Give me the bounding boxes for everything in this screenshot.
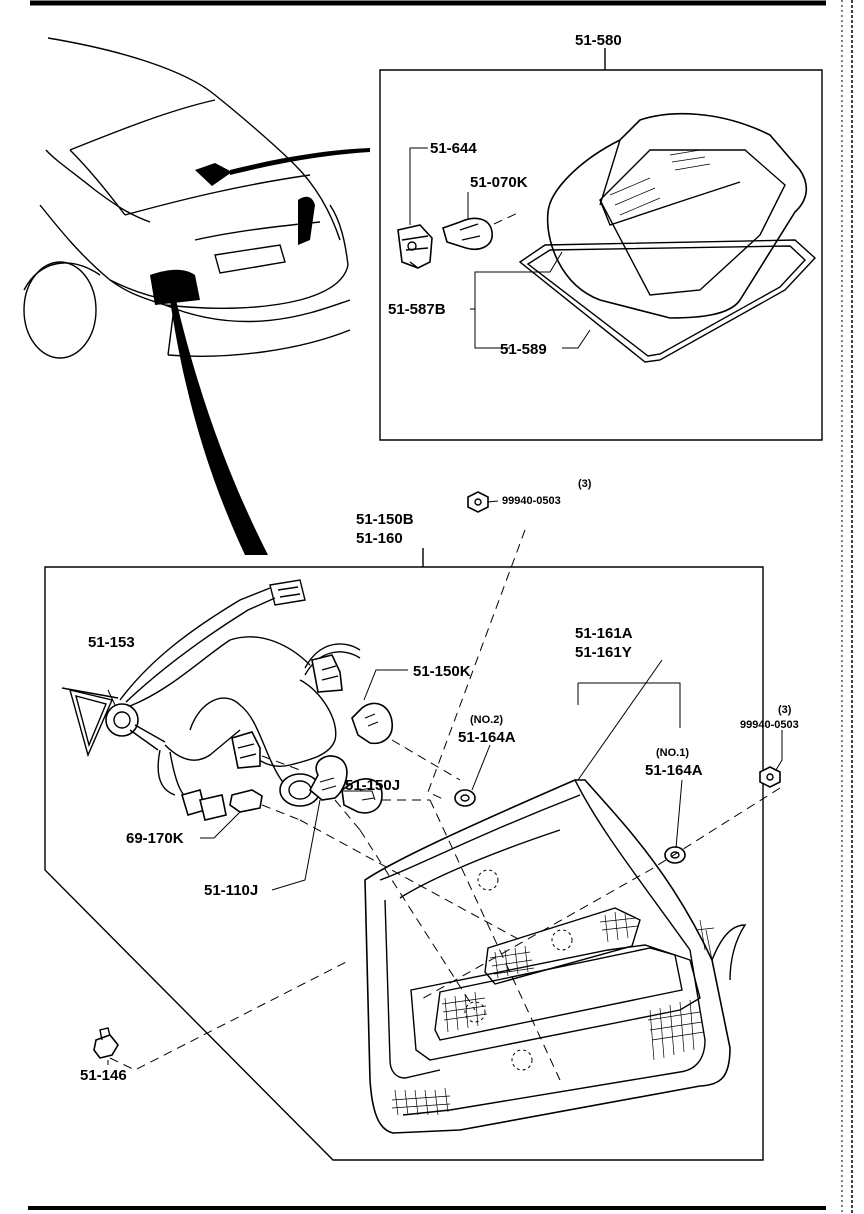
gasket-no1 (664, 846, 686, 864)
vehicle-rear-view (23, 37, 370, 555)
label-51-161a: 51-161A (575, 625, 633, 642)
label-51-150k: 51-150K (413, 663, 471, 680)
label-99940-0503-top: 99940-0503 (502, 495, 561, 507)
label-51-164a-no2: 51-164A (458, 729, 516, 746)
label-nut-qty-right: (3) (778, 704, 792, 716)
nut-top (467, 491, 489, 513)
bulb-150k (351, 702, 461, 781)
rear-lamp-leaders (107, 500, 783, 1065)
high-mount-gasket (518, 239, 816, 363)
label-51-161y: 51-161Y (575, 644, 632, 661)
high-mount-lamp-frame (379, 48, 823, 441)
bulb-170k (229, 789, 301, 821)
label-no2: (NO.2) (470, 714, 503, 726)
label-no1: (NO.1) (656, 747, 689, 759)
high-mount-socket (397, 224, 433, 269)
label-51-589: 51-589 (500, 341, 547, 358)
label-51-150j: 51-150J (345, 777, 400, 794)
label-51-164a-no1: 51-164A (645, 762, 703, 779)
rear-lamp-frame (44, 548, 764, 1161)
label-51-580: 51-580 (575, 32, 622, 49)
label-51-644: 51-644 (430, 140, 477, 157)
label-99940-0503-right: 99940-0503 (740, 719, 799, 731)
high-mount-bulb (442, 211, 521, 250)
high-mount-housing (546, 112, 808, 319)
label-51-110j: 51-110J (204, 882, 258, 899)
assembly-lines (109, 529, 781, 1081)
high-mount-leaders (409, 147, 591, 349)
bulb-110j (308, 755, 361, 831)
label-51-070k: 51-070K (470, 174, 528, 191)
label-51-150b: 51-150B (356, 511, 414, 528)
tail-lamp-housing (364, 779, 747, 1134)
callout-labels: 51-580 51-644 51-070K 51-587B 51-589 (3)… (80, 32, 799, 1084)
label-nut-qty-top: (3) (578, 478, 592, 490)
clip-146 (93, 1027, 119, 1059)
label-51-146: 51-146 (80, 1067, 127, 1084)
label-51-153: 51-153 (88, 634, 135, 651)
page-frame (28, 0, 853, 1214)
gasket-no2 (454, 789, 476, 807)
label-51-587b: 51-587B (388, 301, 446, 318)
label-51-160: 51-160 (356, 530, 403, 547)
nut-right (759, 766, 781, 788)
label-69-170k: 69-170K (126, 830, 184, 847)
bulb-150j (341, 778, 430, 814)
wiring-harness (61, 579, 361, 821)
